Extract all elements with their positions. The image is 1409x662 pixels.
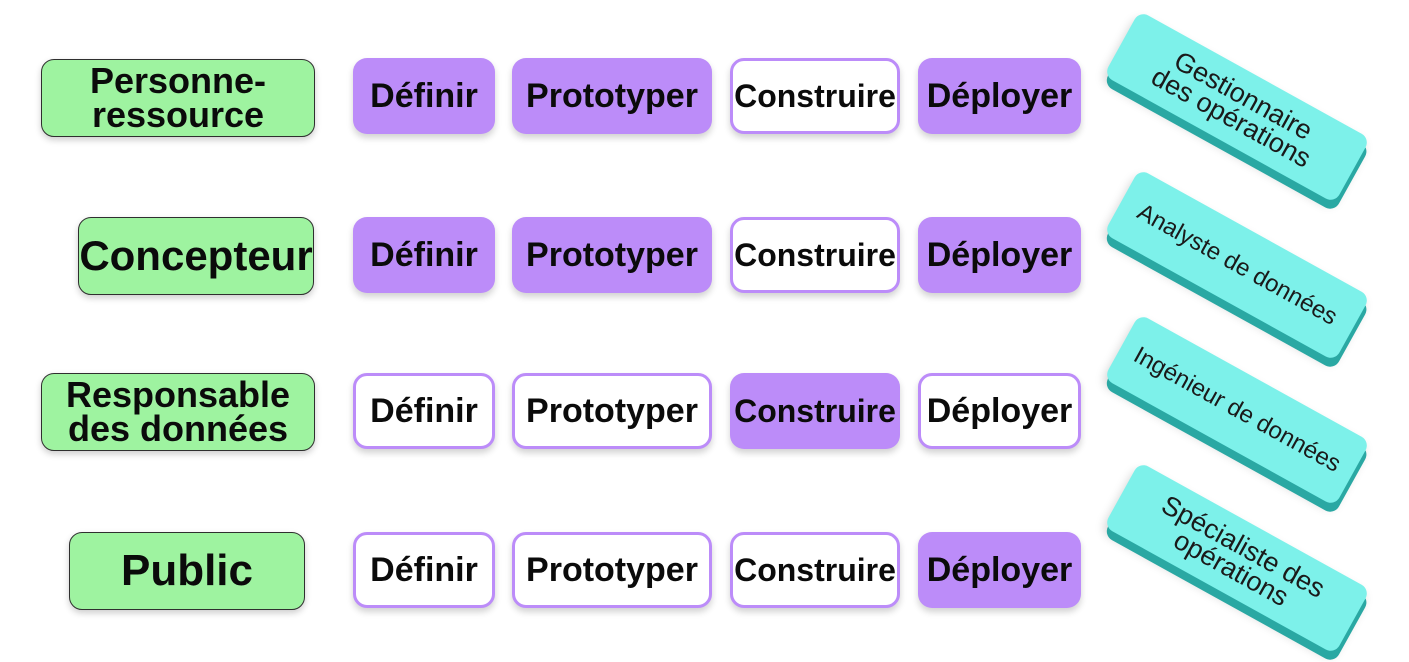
stage-label: Prototyper xyxy=(526,235,698,274)
role-label: Responsable des données xyxy=(65,373,291,449)
stage-label: Construire xyxy=(734,236,896,273)
stage-construire: Construire xyxy=(730,217,900,293)
stage-label: Déployer xyxy=(926,235,1073,274)
stage-definir: Définir xyxy=(353,532,495,608)
role-public: Public xyxy=(69,532,305,610)
stage-construire: Construire xyxy=(730,58,900,134)
tag-label: Ingénieur de données xyxy=(1129,341,1346,478)
stage-label: Définir xyxy=(370,235,478,274)
stage-construire: Construire xyxy=(730,373,900,449)
stage-definir: Définir xyxy=(353,217,495,293)
stage-label: Définir xyxy=(370,550,478,589)
stage-construire: Construire xyxy=(730,532,900,608)
stage-label: Construire xyxy=(734,77,896,114)
stage-deployer: Déployer xyxy=(918,58,1081,134)
stage-label: Déployer xyxy=(926,550,1073,589)
stage-deployer: Déployer xyxy=(918,217,1081,293)
stage-label: Définir xyxy=(370,391,478,430)
stage-deployer: Déployer xyxy=(918,373,1081,449)
stage-label: Déployer xyxy=(926,391,1073,430)
stage-deployer: Déployer xyxy=(918,532,1081,608)
stage-definir: Définir xyxy=(353,373,495,449)
role-personne-ressource: Personne- ressource xyxy=(41,59,315,137)
stage-label: Prototyper xyxy=(526,76,698,115)
stage-prototyper: Prototyper xyxy=(512,373,712,449)
stage-definir: Définir xyxy=(353,58,495,134)
role-label: Personne- ressource xyxy=(89,59,267,135)
role-concepteur: Concepteur xyxy=(78,217,314,295)
stage-label: Déployer xyxy=(926,76,1073,115)
stage-prototyper: Prototyper xyxy=(512,58,712,134)
stage-prototyper: Prototyper xyxy=(512,532,712,608)
tag-label: Analyste de données xyxy=(1132,198,1342,331)
tag-label: Gestionnaire des opérations xyxy=(1146,45,1318,174)
stage-label: Définir xyxy=(370,76,478,115)
role-label: Public xyxy=(120,546,254,596)
stage-label: Construire xyxy=(734,392,896,429)
tag-label: Spécialiste des opérations xyxy=(1156,489,1330,613)
stage-label: Prototyper xyxy=(526,550,698,589)
role-label: Concepteur xyxy=(79,232,313,280)
stage-prototyper: Prototyper xyxy=(512,217,712,293)
role-responsable-des-donnees: Responsable des données xyxy=(41,373,315,451)
stage-label: Prototyper xyxy=(526,391,698,430)
stage-label: Construire xyxy=(734,551,896,588)
